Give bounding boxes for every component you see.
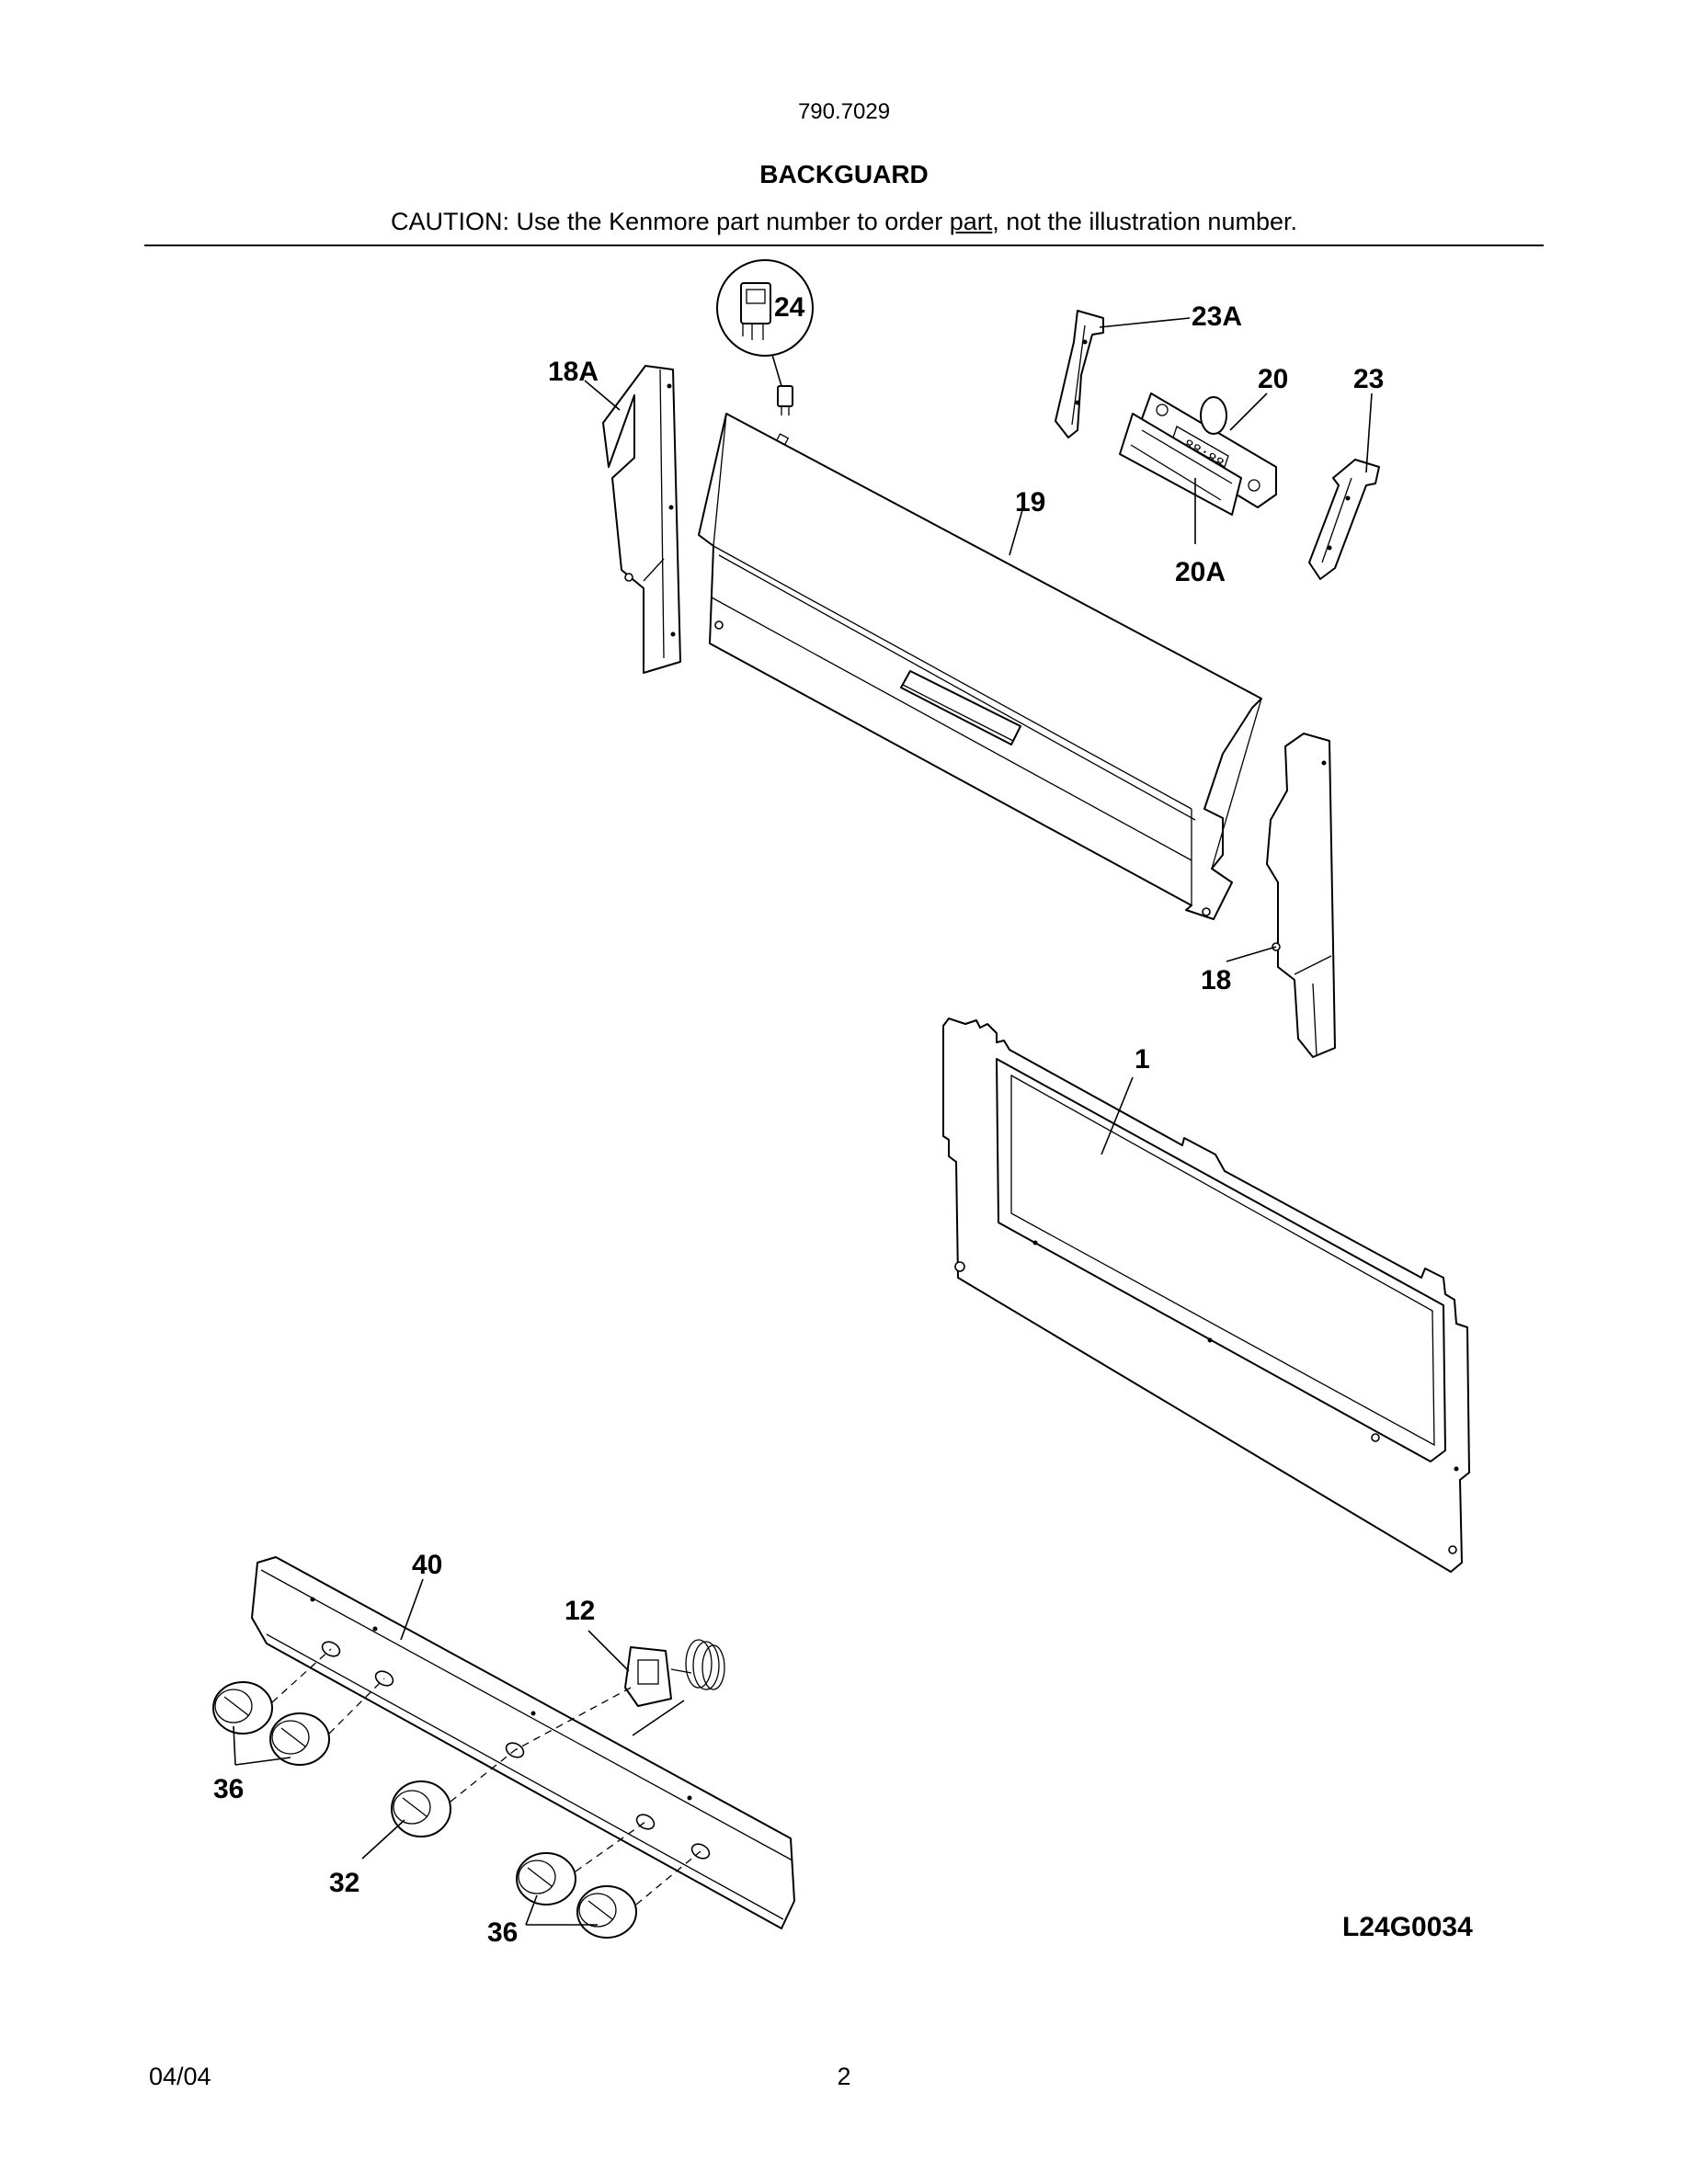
caution-note: CAUTION: Use the Kenmore part number to … (0, 208, 1688, 236)
callout-12: 12 (565, 1596, 595, 1626)
part-18-right-end-bracket (1266, 733, 1336, 1058)
part-23-bracket (1308, 459, 1380, 580)
footer-date: 04/04 (149, 2063, 211, 2090)
part-19-backguard-panel (698, 413, 1262, 920)
callout-40: 40 (412, 1550, 442, 1580)
part-24-switch-detail (716, 259, 814, 415)
part-20a-control-overlay (1119, 413, 1242, 516)
assembly-dashed-lines (271, 1648, 701, 1905)
callout-20a: 20A (1175, 557, 1226, 587)
caution-prefix: CAUTION: Use the Kenmore part number to … (391, 208, 950, 235)
callout-32: 32 (329, 1868, 359, 1898)
callout-19: 19 (1015, 487, 1045, 518)
part-23a-bracket (1055, 310, 1104, 438)
page-number: 2 (837, 2063, 851, 2090)
knob-36-c (516, 1852, 576, 1905)
callout-23a: 23A (1192, 301, 1242, 332)
callout-1: 1 (1135, 1044, 1150, 1075)
part-1-rear-panel (942, 1018, 1470, 1573)
callout-18: 18 (1201, 965, 1231, 995)
callout-leader-lines (233, 317, 1373, 1926)
callout-23: 23 (1353, 364, 1384, 394)
caution-suffix: , not the illustration number. (992, 208, 1297, 235)
callout-36-right: 36 (487, 1917, 518, 1948)
part-18a-left-end-bracket (602, 365, 681, 674)
knob-36-b (269, 1712, 330, 1766)
knob-36-a (212, 1681, 273, 1735)
callout-18a: 18A (548, 357, 599, 387)
knob-36-d (576, 1885, 637, 1939)
caution-part-word: part (949, 208, 993, 235)
part-12-thermostat (624, 1639, 725, 1736)
section-title: BACKGUARD (759, 160, 929, 188)
knob-32 (391, 1780, 451, 1837)
callout-24: 24 (774, 292, 805, 323)
header-divider (144, 245, 1544, 246)
callout-36-left: 36 (213, 1774, 244, 1804)
model-number: 790.7029 (797, 99, 891, 124)
callout-20: 20 (1258, 364, 1288, 394)
drawing-id: L24G0034 (1342, 1912, 1473, 1942)
